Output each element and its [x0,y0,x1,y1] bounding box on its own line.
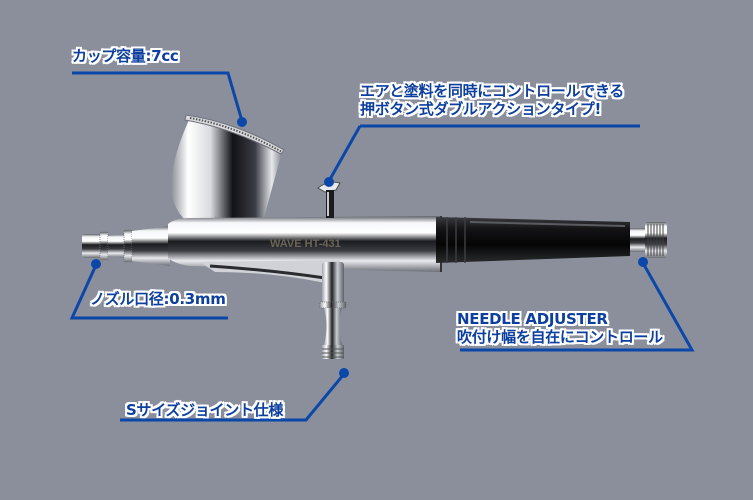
callout-cup-capacity: カップ容量:7cc [72,47,179,65]
callout-nozzle-diameter: ノズル口径:0.3mm [90,290,226,308]
callout-lines [69,71,695,422]
callout-dots [91,117,648,378]
air-joint [322,262,344,304]
handle-grip [436,217,630,263]
callout-needle-adjuster: NEEDLE ADJUSTER 吹付け幅を自在にコントロール [457,310,663,346]
callout-s-joint: Sサイズジョイント仕様 [126,401,284,419]
callout-double-action: エアと塗料を同時にコントロールできる 押ボタン式ダブルアクションタイプ! [360,82,625,118]
brand-engraving: WAVE HT-431 [270,238,341,250]
nozzle-cap [82,234,104,258]
airbrush-body: WAVE HT-431 [82,181,667,359]
